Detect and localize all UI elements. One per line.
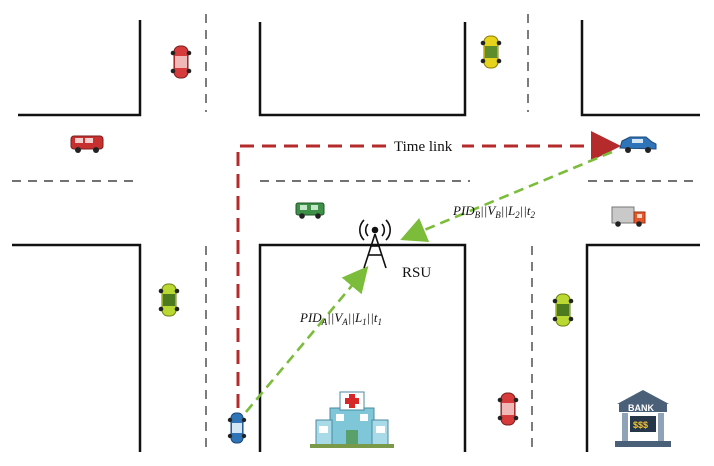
message-link-b [400,150,613,243]
city-blocks [12,20,700,452]
car-icon [497,392,519,426]
bank-money: $$$ [633,420,648,430]
block-bottom-left [12,243,142,452]
car-icon [619,136,657,153]
car-icon [170,45,192,79]
rsu-tower-icon [359,219,391,269]
bank-label: BANK [628,403,654,413]
car-icon [227,412,247,444]
block-bottom-center [258,243,467,452]
message-b-label: PIDB||VB||L2||t2 [452,203,535,220]
rsu-label: RSU [402,265,431,281]
message-a-label: PIDA||VA||L1||t1 [299,310,382,327]
bank-icon: BANK $$$ [615,390,671,447]
message-link-a [245,266,369,413]
block-bottom-right [585,243,700,452]
block-top-center [258,22,467,117]
lane-markings [12,14,700,452]
van-icon [295,202,325,219]
time-link-arrow [236,131,621,408]
hospital-icon [310,391,394,448]
block-top-right [580,20,700,117]
car-icon [480,35,502,69]
car-icon [158,283,180,317]
car-icon [552,293,574,327]
block-top-left [18,20,142,117]
time-link-label-bg [390,136,462,156]
van-icon [70,135,104,153]
time-link-label: Time link [394,139,453,155]
truck-icon [611,206,646,227]
